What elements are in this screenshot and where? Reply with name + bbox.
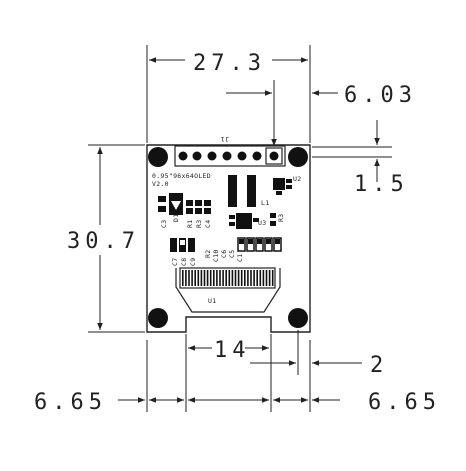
chip-u2	[273, 178, 292, 195]
fpc-pin	[256, 270, 258, 286]
label-c9: C9	[189, 258, 197, 266]
label-version: V2.0	[152, 180, 169, 188]
label-c6: C6	[220, 250, 228, 258]
resistor-group	[186, 200, 211, 214]
fpc-pin	[271, 270, 274, 286]
fpc-pin	[262, 270, 265, 286]
label-j1: J1	[221, 135, 229, 143]
fpc-pin	[216, 270, 218, 286]
fpc-pin	[194, 270, 196, 286]
dim-left-margin-text: 6.65	[34, 390, 107, 415]
resistor-r3-right	[270, 213, 276, 226]
label-l1: L1	[261, 199, 269, 207]
fpc-pin	[231, 270, 234, 286]
fpc-pin	[219, 270, 221, 286]
mounting-hole-bottom-right	[288, 308, 308, 328]
fpc-pin	[209, 270, 212, 286]
label-r2: R2	[204, 250, 212, 258]
label-c3: C3	[160, 220, 168, 228]
dim-gap-text: 2	[370, 353, 388, 378]
mounting-hole-top-right	[288, 147, 308, 167]
fpc-pin	[250, 270, 252, 286]
chip-u3	[229, 213, 259, 229]
label-c5: C5	[228, 250, 236, 258]
fpc-pin	[247, 270, 249, 286]
header-j1	[174, 145, 286, 167]
label-product: 0.95"96x64OLED	[152, 172, 211, 180]
label-u2: U2	[293, 175, 301, 183]
fpc-pin	[228, 270, 231, 286]
fpc-pin	[197, 270, 200, 286]
label-c8: C8	[180, 258, 188, 266]
fpc-pin	[240, 270, 243, 286]
label-d1: D1	[172, 214, 180, 222]
fpc-pin	[200, 270, 203, 286]
fpc-pin	[206, 270, 209, 286]
fpc-pin	[268, 270, 271, 286]
diode-d1	[169, 193, 183, 215]
passive-row	[237, 237, 282, 252]
dim-height-text: 30.7	[67, 229, 140, 254]
label-r3: R3	[195, 220, 203, 228]
passive-left	[170, 238, 195, 252]
fpc-pin	[191, 270, 193, 286]
dim-hole-inset-text: 1.5	[354, 172, 409, 197]
fpc-pin	[259, 270, 262, 286]
fpc-pin	[188, 270, 190, 286]
label-c7: C7	[171, 258, 179, 266]
label-r1: R1	[186, 220, 194, 228]
label-c10: C10	[212, 249, 220, 262]
dim-width-text: 27.3	[193, 51, 266, 76]
mounting-hole-bottom-left	[148, 308, 168, 328]
capacitor-c3	[158, 196, 166, 212]
fpc-pin	[182, 270, 184, 286]
label-u1: U1	[208, 297, 216, 305]
fpc-pin	[234, 270, 237, 286]
label-u3: U3	[258, 219, 266, 227]
label-c1: C1	[236, 254, 244, 262]
fpc-pin	[225, 270, 227, 286]
dim-right-margin-text: 6.65	[368, 390, 441, 415]
label-r3-right: R3	[277, 214, 285, 222]
fpc-pin	[222, 270, 224, 286]
dim-connector-width-text: 14	[214, 338, 251, 363]
fpc-pin	[185, 270, 187, 286]
fpc-pin	[213, 270, 215, 286]
fpc-pin	[253, 270, 255, 286]
fpc-pin	[244, 270, 246, 286]
fpc-pin	[203, 270, 206, 286]
fpc-pin	[265, 270, 268, 286]
dim-header-offset-text: 6.03	[344, 83, 417, 108]
inductor-l1	[228, 175, 256, 207]
extension-lines	[88, 45, 392, 412]
label-c4: C4	[204, 220, 212, 228]
fpc-pin	[237, 270, 240, 286]
mounting-hole-top-left	[148, 147, 168, 167]
connector-u1	[175, 267, 281, 313]
